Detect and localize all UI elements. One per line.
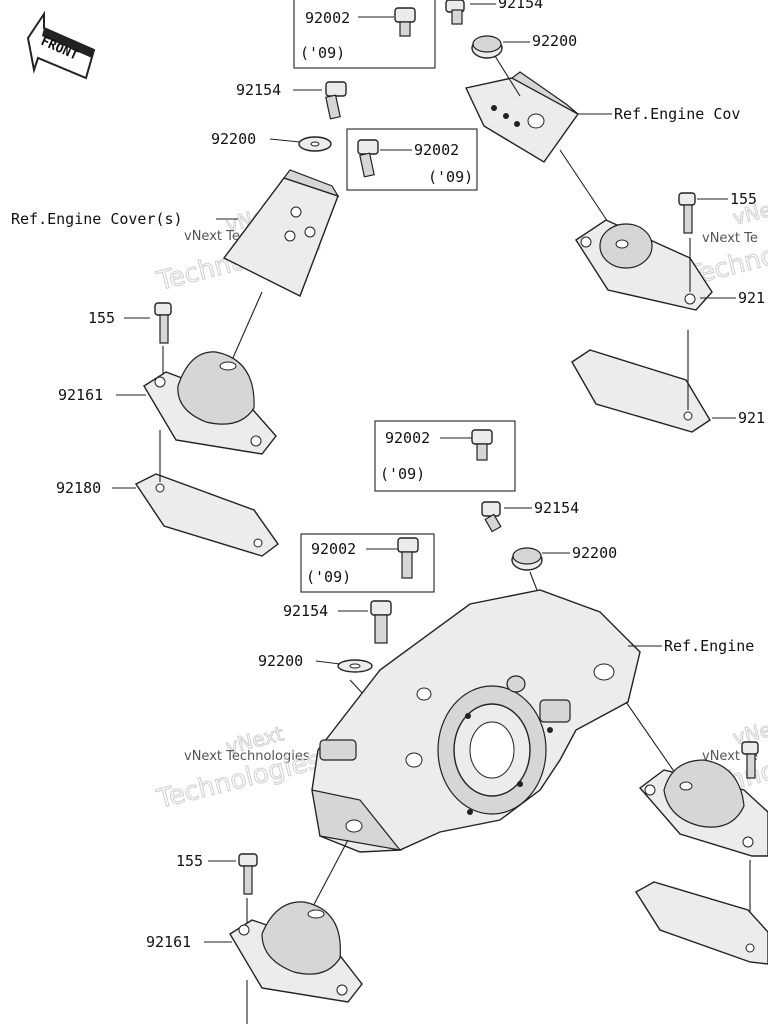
part-number: 92200 <box>258 652 303 670</box>
part-number: 921 <box>738 289 765 307</box>
year-note: ('09) <box>380 465 425 483</box>
part-number: 92002 <box>414 141 459 159</box>
bolt-icon <box>238 853 258 895</box>
part-number: 92161 <box>58 386 103 404</box>
part-number: 92180 <box>56 479 101 497</box>
watermark-text: vNext Te <box>702 231 758 246</box>
engine-bracket <box>464 71 580 163</box>
washer-icon <box>511 547 543 571</box>
bolt-icon <box>471 429 493 461</box>
washer-icon <box>337 659 373 673</box>
bolt-icon <box>325 81 347 120</box>
engine-bracket <box>222 169 340 297</box>
front-arrow-icon: FRONT <box>26 10 96 80</box>
bolt-icon <box>741 741 759 779</box>
part-number: 92002 <box>305 9 350 27</box>
washer-icon <box>471 35 503 59</box>
part-number: 92200 <box>211 130 256 148</box>
part-number: 92154 <box>283 602 328 620</box>
bolt-icon <box>481 501 502 533</box>
callout-box-mid: 92002 ('09) <box>346 128 478 191</box>
watermark-text: vNext Technologies <box>184 749 310 764</box>
bolt-icon <box>397 537 419 579</box>
gasket-plate <box>635 881 768 965</box>
bolt-icon <box>357 139 379 178</box>
year-note: ('09) <box>428 168 473 186</box>
bolt-icon <box>394 7 416 37</box>
reference-label: Ref.Engine <box>664 637 754 655</box>
reference-label: Ref.Engine Cover(s) <box>11 210 183 228</box>
part-number: 155 <box>88 309 115 327</box>
bolt-icon <box>445 0 465 25</box>
part-number: 92154 <box>498 0 543 12</box>
bolt-icon <box>154 302 172 344</box>
callout-box-center: 92002 ('09) <box>374 420 516 492</box>
engine-mount <box>575 219 713 311</box>
watermark-3: vNext vNext Technologies Technologies <box>153 721 324 816</box>
part-number: 92200 <box>572 544 617 562</box>
bolt-icon <box>370 600 392 644</box>
gasket-plate <box>571 349 711 433</box>
part-number: 921 <box>738 409 765 427</box>
gasket-plate <box>134 473 279 557</box>
bolt-icon <box>678 192 696 234</box>
year-note: ('09) <box>306 568 351 586</box>
part-number: 92154 <box>534 499 579 517</box>
callout-box-low: 92002 ('09) <box>300 533 435 593</box>
part-number: 92002 <box>311 540 356 558</box>
engine-mount <box>229 901 363 1003</box>
part-number: 92154 <box>236 81 281 99</box>
engine-mount <box>143 351 277 455</box>
reference-label: Ref.Engine Cov <box>614 105 740 123</box>
washer-icon <box>298 136 332 152</box>
part-number: 92161 <box>146 933 191 951</box>
part-number: 92200 <box>532 32 577 50</box>
part-number: 155 <box>176 852 203 870</box>
engine-mount <box>638 759 768 857</box>
callout-box-top: 92002 ('09) <box>293 0 436 69</box>
part-number: 92002 <box>385 429 430 447</box>
year-note: ('09) <box>300 44 345 62</box>
engine-crankcase <box>311 589 641 853</box>
part-number: 155 <box>730 190 757 208</box>
